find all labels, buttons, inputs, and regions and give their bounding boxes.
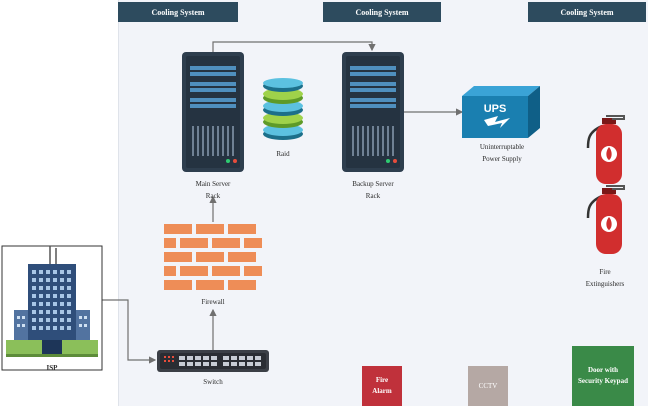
backup-server-rack-icon (342, 52, 404, 172)
firewall-brick-wall-icon (164, 224, 262, 290)
switch-label: Switch (203, 378, 223, 386)
main-to-backup-connector (212, 41, 376, 52)
ups-text: UPS (484, 103, 507, 115)
raid-label: Raid (276, 150, 290, 158)
isp-building-icon (1, 245, 103, 371)
cooling-system-right: Cooling System (528, 2, 646, 22)
building-to-switch-connector (102, 299, 157, 364)
cctv-box: CCTV (468, 366, 508, 406)
main-server-label: Main Server Rack (195, 180, 231, 200)
fire-extinguishers-label: Fire Extinguishers (585, 268, 625, 288)
network-switch-icon (157, 350, 269, 372)
security-door-box: Door with Security Keypad (572, 346, 634, 406)
fire-extinguisher-bottom-icon (586, 185, 625, 254)
fire-alarm-box: Fire Alarm (362, 366, 402, 406)
cooling-system-left: Cooling System (118, 2, 238, 22)
ups-label: Uninterruptable Power Supply (479, 143, 525, 163)
backup-server-label: Backup Server Rack (352, 180, 394, 200)
firewall-label: Firewall (201, 298, 225, 306)
main-server-rack-icon (182, 52, 244, 172)
raid-disk-stack-icon (263, 78, 303, 140)
cooling-system-center: Cooling System (323, 2, 441, 22)
ups-icon: UPS (462, 86, 540, 138)
fire-extinguisher-top-icon (586, 115, 625, 184)
isp-label: ISP (46, 364, 58, 372)
